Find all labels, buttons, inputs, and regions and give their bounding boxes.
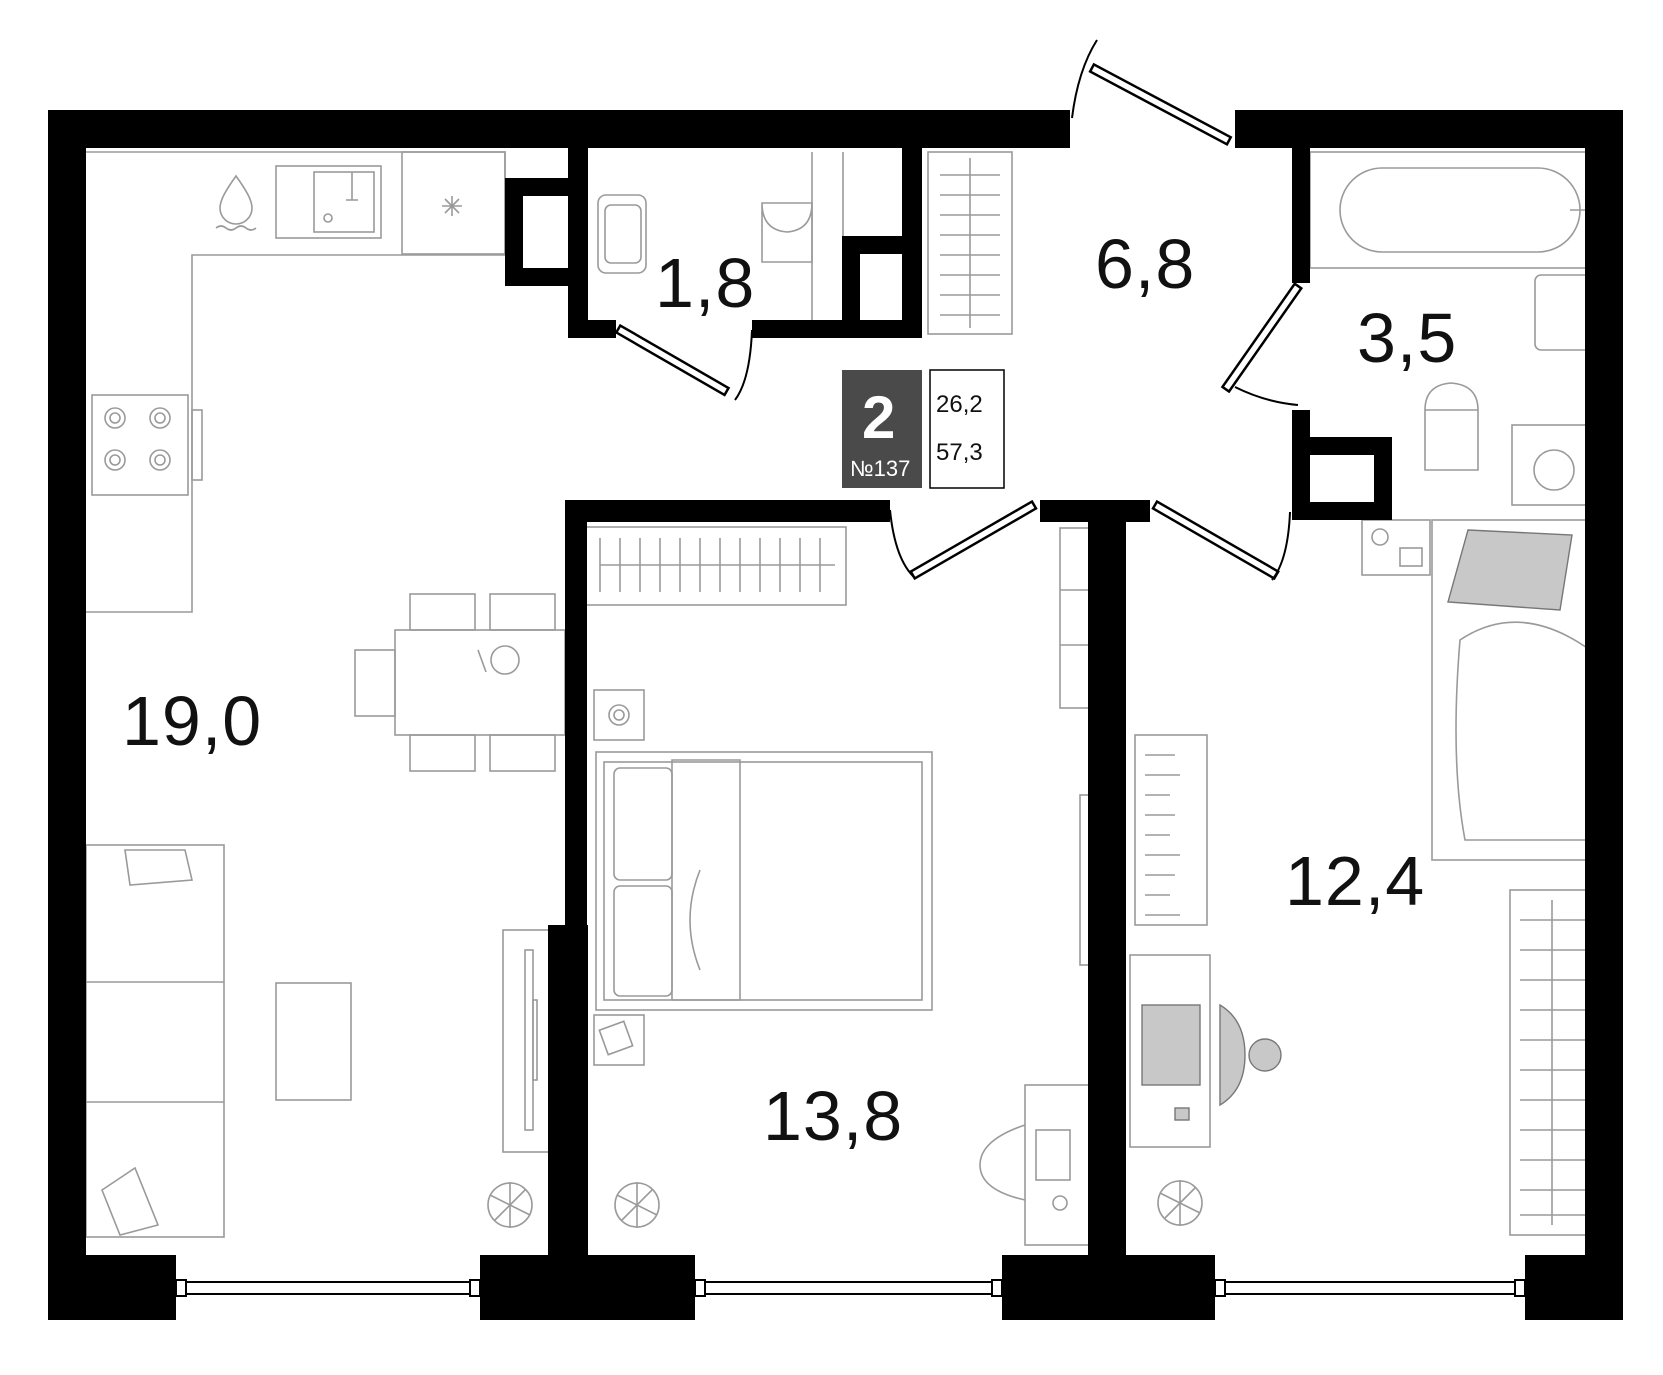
wall-bedroom (565, 500, 890, 522)
rug (275, 982, 352, 1101)
kids-door (1151, 499, 1291, 581)
wall-kids (1292, 502, 1310, 520)
window (175, 1279, 481, 1297)
sink-faucet (346, 172, 358, 201)
wall-wc (568, 148, 588, 338)
furniture (85, 151, 1599, 1246)
kitchen-sink (275, 165, 382, 239)
sofa (85, 844, 225, 1238)
single-bed (1431, 519, 1599, 861)
wall-bedroom (548, 925, 588, 1260)
apartment-badge: 2 №137 26,2 57,3 (842, 369, 1005, 489)
walls (48, 110, 1623, 1320)
kitchen-sink-bowl (313, 171, 375, 233)
nightstand (593, 689, 645, 741)
toilet (761, 202, 813, 263)
windows (175, 1279, 1526, 1297)
area-bedroom: 13,8 (763, 1077, 903, 1155)
wall-bottom (1002, 1255, 1215, 1320)
water-wave-icon (215, 225, 257, 231)
area-kitchen-living: 19,0 (122, 682, 262, 760)
entrance-door (1071, 39, 1233, 146)
rooms-count: 2 (862, 384, 895, 451)
kids-desk (1129, 954, 1282, 1148)
wall-wc (752, 320, 922, 338)
wall-right (1585, 110, 1623, 1320)
area-wc: 1,8 (655, 244, 755, 322)
plant-icon (1157, 1180, 1203, 1226)
window (1214, 1279, 1526, 1297)
wall-bedroom (1088, 925, 1126, 1260)
bedroom-shelf (1059, 527, 1091, 709)
wall-wc (505, 178, 523, 286)
area-kids-room: 12,4 (1285, 842, 1425, 920)
hall-wardrobe (927, 151, 1013, 335)
plant-icon (614, 1182, 660, 1228)
snowflake-icon (442, 196, 462, 216)
badge-box (842, 370, 922, 488)
nightstand (593, 1014, 645, 1066)
wall-bottom (480, 1255, 695, 1320)
apartment-number: №137 (850, 456, 910, 481)
bedroom-wardrobe (585, 526, 847, 606)
tv-unit (502, 929, 554, 1153)
total-area: 57,3 (936, 439, 983, 466)
cooktop (91, 394, 203, 496)
wall-bottom (48, 1255, 176, 1320)
wc-sink-bowl (604, 204, 642, 264)
washing-machine (1511, 424, 1598, 506)
doors (614, 39, 1304, 581)
wall-bottom (1525, 1255, 1623, 1320)
wall-bedroom (1040, 500, 1150, 522)
dining-table (354, 593, 566, 772)
wall-bath (1374, 437, 1392, 520)
wall-left (48, 110, 86, 1320)
bathroom-toilet (1424, 382, 1479, 471)
wall-top-right (1235, 110, 1623, 148)
plant-icon (487, 1182, 533, 1228)
sink-drain (323, 213, 333, 223)
kids-bookshelf (1134, 734, 1208, 926)
area-box (929, 369, 1005, 489)
wc-door (614, 323, 753, 401)
wc-sink (597, 194, 647, 274)
wall-top-left (48, 110, 1070, 148)
wall-bath (1292, 437, 1392, 455)
bedroom-door (889, 499, 1038, 581)
wall-wc (505, 268, 568, 286)
wall-wc (842, 236, 860, 338)
wall-bath (1292, 148, 1310, 283)
bathtub (1309, 151, 1599, 269)
double-bed (595, 751, 933, 1011)
kids-wardrobe (1509, 889, 1599, 1236)
window (694, 1279, 1003, 1297)
wall-wc (568, 320, 616, 338)
fridge (401, 151, 506, 255)
kids-nightstand (1361, 519, 1431, 576)
bathroom-door (1220, 281, 1304, 406)
kitchen-counter (86, 151, 506, 613)
bedroom-desk (979, 1084, 1094, 1246)
living-area: 26,2 (936, 391, 983, 418)
area-bathroom: 3,5 (1357, 299, 1457, 377)
area-hall: 6,8 (1095, 225, 1195, 303)
wall-bath (1292, 502, 1392, 520)
water-drop-icon (219, 174, 253, 225)
